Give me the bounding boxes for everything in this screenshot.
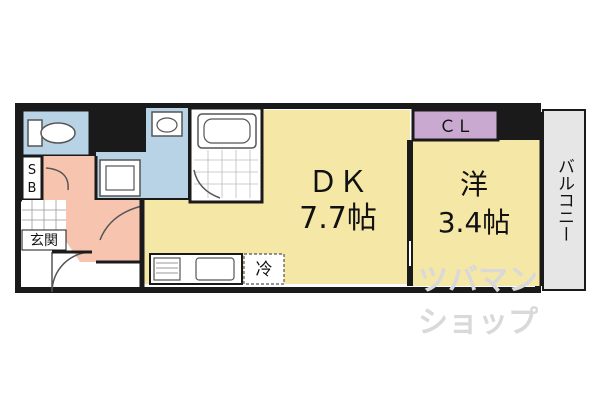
watermark-line1: ツバマン: [418, 263, 538, 298]
fridge-space: [243, 253, 285, 285]
entrance-grid: [22, 200, 66, 230]
closet: [411, 108, 500, 142]
toilet-tank: [27, 119, 43, 147]
door-swing: [193, 169, 221, 199]
western-name-label: 洋: [460, 168, 488, 201]
bathtub-icon: [197, 113, 257, 149]
storage-label-s: S: [28, 163, 36, 178]
sink-icon: [195, 257, 235, 281]
dk-size-label: 7.7帖: [299, 201, 377, 236]
door-swing: [45, 167, 69, 191]
western-size-label: 3.4帖: [438, 206, 511, 239]
door-swing: [99, 205, 143, 241]
fridge-label: 冷: [256, 260, 273, 280]
entrance-label: 玄関: [30, 232, 58, 249]
bathroom-tile-grid: [194, 150, 258, 198]
wall-column: [498, 108, 538, 140]
toilet-icon: [40, 122, 76, 144]
stove-icon: [153, 257, 181, 281]
balcony-label: バルコニー: [554, 158, 574, 243]
storage-label-b: B: [28, 181, 37, 196]
western-room-floor: [413, 140, 541, 286]
balcony: [542, 109, 586, 291]
closet-label: ＣＬ: [439, 117, 473, 137]
watermark-line2: ショップ: [418, 305, 539, 340]
watermark-logo: ツバマン ショップ: [398, 252, 558, 352]
dk-name-label: ＤＫ: [308, 165, 368, 200]
